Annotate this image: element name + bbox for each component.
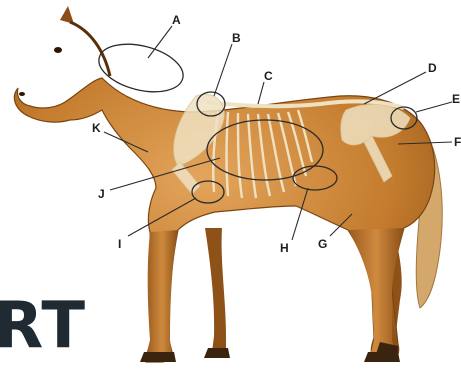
label-a: A: [172, 13, 181, 27]
far-front-hoof: [204, 348, 230, 358]
label-e: E: [452, 92, 460, 106]
leader-d: [364, 72, 426, 104]
cropped-title-text: RT: [0, 294, 86, 358]
label-i: I: [118, 237, 121, 251]
nostril: [19, 92, 25, 96]
label-d: D: [428, 61, 437, 75]
leader-c: [258, 82, 264, 104]
label-c: C: [264, 69, 273, 83]
label-b: B: [232, 31, 241, 45]
label-f: F: [454, 135, 461, 149]
near-front-leg: [146, 230, 178, 356]
leader-a: [148, 26, 172, 58]
leader-b: [214, 44, 232, 96]
label-g: G: [318, 237, 327, 251]
eye: [54, 47, 62, 53]
label-j: J: [98, 187, 105, 201]
leader-e: [416, 102, 452, 112]
label-h: H: [280, 241, 289, 255]
far-front-leg: [205, 228, 226, 352]
hooves: [140, 342, 400, 362]
near-front-hoof: [140, 352, 176, 362]
label-k: K: [92, 121, 101, 135]
mane: [70, 22, 110, 76]
